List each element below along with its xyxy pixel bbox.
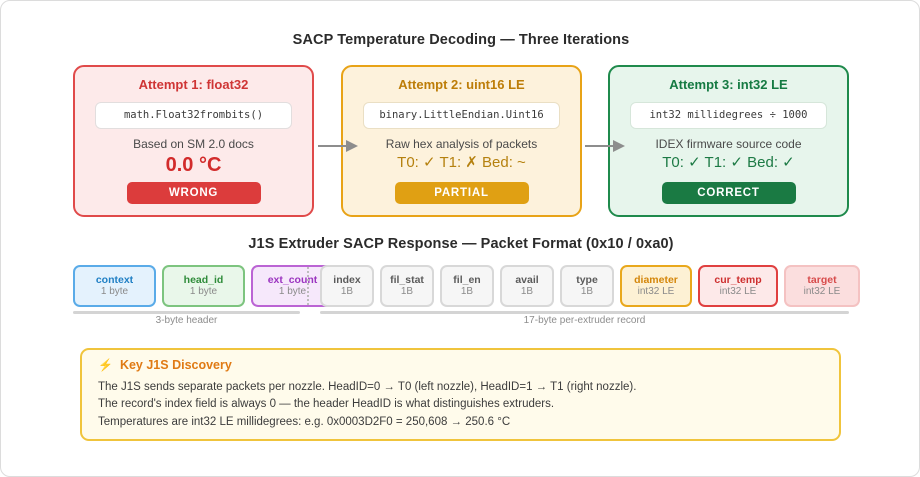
byte-field-name: context	[95, 273, 134, 286]
byte-field-name: fil_en	[453, 273, 481, 286]
arrow-head	[613, 140, 625, 152]
byte-field-size: int32 LE	[803, 286, 841, 298]
attempt-card-1: Attempt 1: float32 math.Float32frombits(…	[73, 65, 314, 217]
byte-field-size: 1B	[400, 286, 414, 298]
byte-field-size: 1 byte	[189, 286, 218, 298]
attempt-card-3: Attempt 3: int32 LE int32 millidegrees ÷…	[608, 65, 849, 217]
byte-field-name: target	[807, 273, 837, 286]
key-discovery-header: ⚡ Key J1S Discovery	[98, 359, 839, 372]
byte-field-name: type	[576, 273, 598, 286]
attempt-result-value: T0: ✓ T1: ✗ Bed: ~	[397, 154, 526, 171]
key-discovery-title: Key J1S Discovery	[119, 358, 232, 372]
byte-field-name: index	[333, 273, 361, 286]
attempt-card-2: Attempt 2: uint16 LE binary.LittleEndian…	[341, 65, 582, 217]
byte-field-size: int32 LE	[719, 286, 757, 298]
attempt-card-title: Attempt 3: int32 LE	[669, 77, 788, 92]
record-group-label: 17-byte per-extruder record	[523, 315, 646, 326]
arrow-shaft	[585, 145, 615, 147]
byte-field-size: 1 byte	[278, 286, 307, 298]
packet-format-title: J1S Extruder SACP Response — Packet Form…	[248, 236, 674, 252]
byte-field-size: int32 LE	[637, 286, 675, 298]
header-span-bar	[73, 311, 300, 314]
arrow-shaft	[318, 145, 348, 147]
attempt-code-snippet: int32 millidegrees ÷ 1000	[630, 102, 827, 129]
attempt-code-snippet: binary.LittleEndian.Uint16	[363, 102, 560, 129]
byte-field-size: 1B	[580, 286, 594, 298]
attempt-card-title: Attempt 1: float32	[138, 77, 249, 92]
arrow-right-icon	[585, 140, 629, 152]
main-title: SACP Temperature Decoding — Three Iterat…	[292, 32, 630, 48]
key-discovery-line: The record's index field is always 0 — t…	[98, 398, 555, 410]
byte-field-name: cur_temp	[714, 273, 762, 286]
arrow-right-icon	[318, 140, 362, 152]
status-badge-wrong: WRONG	[126, 182, 261, 204]
lightning-bolt-icon: ⚡	[98, 358, 113, 373]
group-separator	[307, 267, 309, 305]
status-badge-partial: PARTIAL	[394, 182, 529, 204]
status-badge-correct: CORRECT	[661, 182, 796, 204]
byte-field-name: diameter	[634, 273, 678, 286]
byte-field-name: avail	[515, 273, 539, 286]
arrow-head	[346, 140, 358, 152]
attempt-result-value: T0: ✓ T1: ✓ Bed: ✓	[662, 154, 795, 171]
attempt-source-note: Based on SM 2.0 docs	[133, 137, 254, 151]
attempt-code-snippet: math.Float32frombits()	[95, 102, 292, 129]
byte-field-name: ext_count	[267, 273, 318, 286]
byte-field-name: fil_stat	[390, 273, 424, 286]
attempt-result-value: 0.0 °C	[165, 154, 222, 176]
key-discovery-line: Temperatures are int32 LE millidegrees: …	[98, 415, 511, 428]
attempt-cards-row: Attempt 1: float32 math.Float32frombits(…	[73, 65, 849, 217]
attempt-source-note: Raw hex analysis of packets	[385, 137, 538, 151]
attempt-source-note: IDEX firmware source code	[655, 137, 802, 151]
attempt-card-title: Attempt 2: uint16 LE	[398, 77, 525, 92]
byte-field-name: head_id	[183, 273, 224, 286]
byte-field-size: 1B	[340, 286, 354, 298]
key-discovery-line: The J1S sends separate packets per nozzl…	[98, 380, 637, 393]
byte-field-size: 1B	[460, 286, 474, 298]
key-discovery-note: ⚡ Key J1S Discovery The J1S sends separa…	[80, 348, 841, 441]
record-span-bar	[320, 311, 849, 314]
byte-field-size: 1B	[520, 286, 534, 298]
header-group-label: 3-byte header	[155, 315, 218, 326]
byte-field-size: 1 byte	[100, 286, 129, 298]
